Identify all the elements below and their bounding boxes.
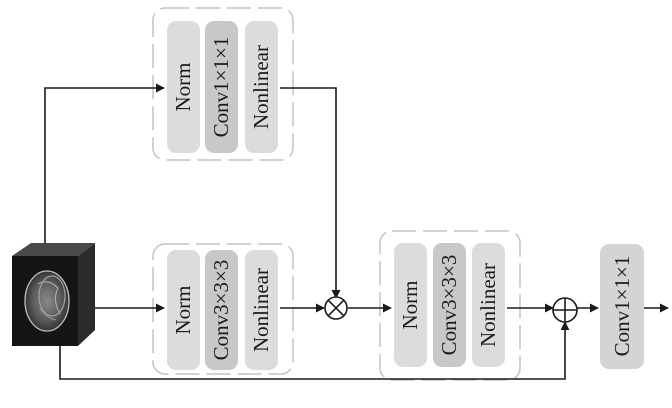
cube-side-face <box>78 243 95 346</box>
top-block-norm-label: Norm <box>171 63 195 112</box>
second-block-nonlinear: Nonlinear <box>472 243 505 367</box>
output-block-box <box>600 244 644 369</box>
middle-block-norm-label: Norm <box>171 286 195 335</box>
second-branch-border <box>379 230 521 381</box>
arrow-input-to-top <box>44 83 165 243</box>
top-block-nonlinear-label: Nonlinear <box>249 45 273 129</box>
input-volume <box>12 243 95 346</box>
middle-block-conv-label: Conv3×3×3 <box>209 260 233 361</box>
cube-top-face <box>12 243 95 256</box>
middle-branch-group: Norm Conv3×3×3 Nonlinear <box>152 243 294 375</box>
top-branch-border <box>152 7 294 161</box>
middle-block-nonlinear: Nonlinear <box>245 250 278 370</box>
output-block-label: Conv1×1×1 <box>610 256 634 357</box>
middle-block-norm: Norm <box>167 250 200 370</box>
top-block-nonlinear: Nonlinear <box>245 21 278 153</box>
multiply-icon <box>324 296 348 320</box>
second-block-conv: Conv3×3×3 <box>433 243 466 367</box>
top-branch-group: Norm Conv1×1×1 Nonlinear <box>152 7 294 161</box>
second-block-nonlinear-label: Nonlinear <box>476 263 500 347</box>
second-block-norm: Norm <box>394 243 427 367</box>
output-block: Conv1×1×1 <box>600 244 644 369</box>
top-block-norm: Norm <box>167 21 200 153</box>
middle-block-conv: Conv3×3×3 <box>205 250 238 370</box>
mri-scan-icon <box>24 270 70 332</box>
middle-block-nonlinear-label: Nonlinear <box>249 268 273 352</box>
arrow-top-to-multiply <box>280 87 341 299</box>
middle-branch-border <box>152 243 294 375</box>
top-block-conv: Conv1×1×1 <box>205 21 238 153</box>
top-block-conv-label: Conv1×1×1 <box>209 37 233 138</box>
second-block-conv-label: Conv3×3×3 <box>437 255 461 356</box>
arrow-skip-connection <box>59 321 570 380</box>
second-block-norm-label: Norm <box>398 281 422 330</box>
add-icon <box>552 297 578 323</box>
second-branch-group: Norm Conv3×3×3 Nonlinear <box>379 230 521 381</box>
connections <box>44 83 669 380</box>
